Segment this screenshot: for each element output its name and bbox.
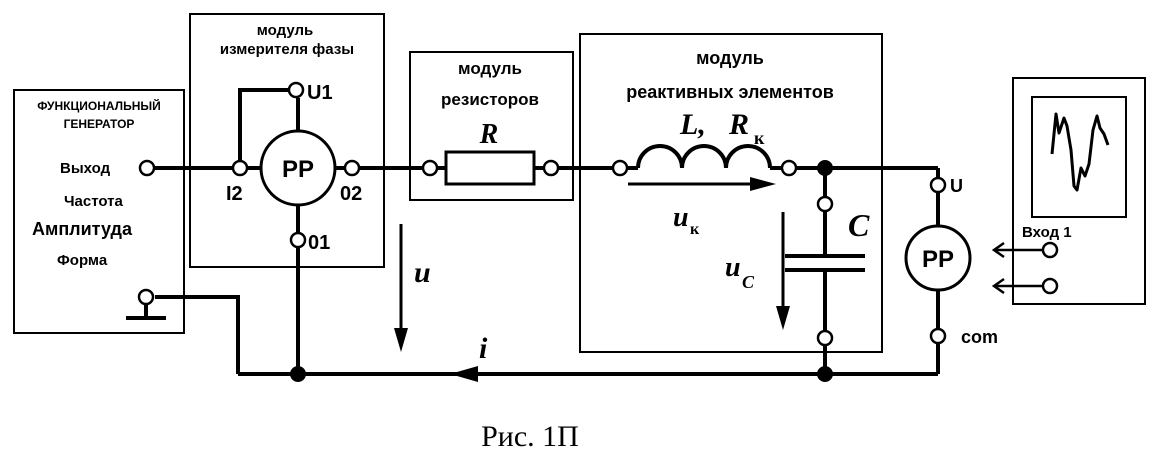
resistor-module-title-line1: модуль [458,59,522,78]
generator-amplitude-label: Амплитуда [32,219,133,239]
wire-u1-loop [238,88,288,160]
terminal-gen-output [138,159,156,177]
scope-meter-label: PP [922,246,954,273]
current-i-label: i [479,332,488,365]
generator-title-line1: ФУНКЦИОНАЛЬНЫЙ [37,98,161,113]
reactive-module-title-line2: реактивных элементов [626,82,834,102]
terminal-i2 [231,159,249,177]
resistor-r-label: R [479,119,499,150]
wire-gen-ground [155,295,240,374]
terminal-o1 [289,231,307,249]
terminal-scope-u [929,176,947,194]
arrow-uc-head [776,306,790,330]
terminal-o2 [343,159,361,177]
terminal-scope-com [929,327,947,345]
terminal-scope-input2 [1041,277,1059,295]
inductor-l-label: L, [679,108,706,141]
terminal-c-top [816,195,834,213]
scope-input-label: Вход 1 [1022,224,1072,241]
phase-meter [259,129,337,207]
generator-output-label: Выход [60,160,111,177]
capacitor-c-label: C [848,207,870,243]
scope-com-label: com [961,327,998,347]
inductor-rk-label: R [728,108,749,141]
scope-meter [904,224,972,292]
generator-title-line2: ГЕНЕРАТОР [64,117,135,131]
terminal-res-in [421,159,439,177]
arrow-uk-head [750,177,776,191]
node-cap-top [817,160,833,176]
phase-o1-label: 01 [308,232,330,254]
arrow-i-head [450,366,478,382]
generator-form-label: Форма [57,252,108,269]
resistor-module-box [409,51,574,201]
arrow-input1-head [991,241,1005,259]
figure-caption: Рис. 1П [481,420,579,453]
phase-i2-label: I2 [226,183,243,205]
scope-waveform [1050,112,1110,192]
phase-module-title-line1: модуль [257,22,313,39]
arrow-u-head [394,328,408,352]
phase-o2-label: 02 [340,183,362,205]
uk-subscript: к [690,221,700,238]
terminal-l-out [780,159,798,177]
node-ground-left [290,366,306,382]
terminal-gen-ground [137,288,155,306]
uk-label: u [673,202,689,233]
terminal-res-out [542,159,560,177]
phase-module-box [189,13,385,268]
terminal-scope-input1 [1041,241,1059,259]
inductor-rk-subscript: к [754,128,765,148]
scope-screen [1031,96,1127,218]
resistor-module-title-line2: резисторов [441,90,539,109]
terminal-u1 [287,81,305,99]
generator-frequency-label: Частота [64,193,124,210]
phase-module-title-line2: измерителя фазы [220,41,354,58]
reactive-module-title-line1: модуль [696,48,764,68]
scope-u-label: U [950,176,963,196]
scope-box [1012,77,1146,305]
inductor-symbol [636,144,772,169]
resistor-symbol [444,150,536,186]
uc-subscript: C [742,272,755,292]
node-ground-right [817,366,833,382]
arrow-input2-head [991,277,1005,295]
phase-meter-label: PP [282,156,314,183]
terminal-c-bottom [816,329,834,347]
generator-box [13,89,185,334]
reactive-module-box [579,33,883,353]
phase-u1-label: U1 [307,82,333,104]
voltage-u-label: u [414,256,431,289]
terminal-l-in [611,159,629,177]
uc-label: u [725,252,741,283]
